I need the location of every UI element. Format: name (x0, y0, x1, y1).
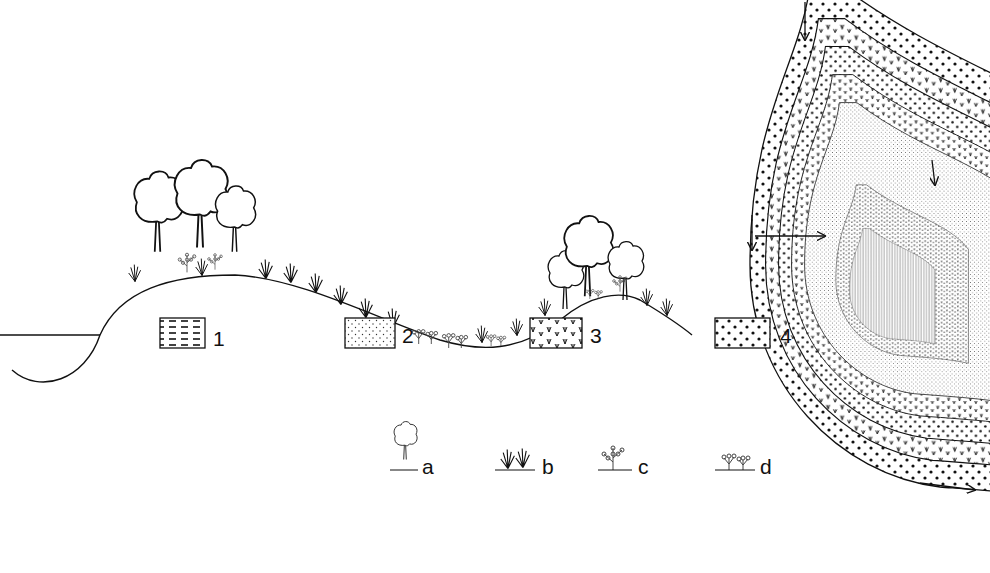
legend-key: b (542, 456, 554, 477)
legend-key: a (422, 456, 434, 477)
legend-key: 3 (590, 325, 602, 346)
legend-swatch (160, 318, 205, 348)
legend-swatch (530, 318, 582, 348)
legend-key: 4 (780, 325, 792, 346)
meander-map (750, 0, 990, 510)
legend-swatch (345, 318, 395, 348)
legend-key: c (638, 456, 649, 477)
legend-key: d (760, 456, 772, 477)
legend-key: 1 (213, 328, 225, 349)
legend-key: 2 (402, 325, 414, 346)
legend-symbols (390, 422, 755, 470)
legend-samples (160, 318, 770, 348)
legend-swatch (715, 318, 770, 348)
cross-section (0, 160, 692, 382)
